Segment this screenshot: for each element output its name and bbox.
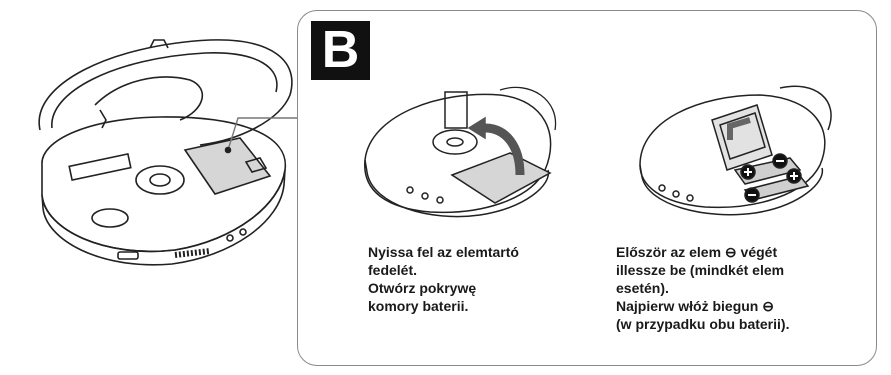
caption-line: (w przypadku obu baterii). xyxy=(616,316,790,332)
caption-line: Najpierw włóż biegun ⊖ xyxy=(616,298,774,314)
section-badge: B xyxy=(311,21,370,80)
caption-line: illessze be (mindkét elem xyxy=(616,262,785,278)
step-open-caption: Nyissa fel az elemtartó fedelét. Otwórz … xyxy=(368,243,519,315)
step-insert-caption: Először az elem ⊖ végét illessze be (min… xyxy=(616,243,789,333)
caption-line: esetén). xyxy=(616,280,669,296)
caption-line: Otwórz pokrywę xyxy=(368,280,477,296)
caption-line: fedelét. xyxy=(368,262,418,278)
caption-line: Nyissa fel az elemtartó xyxy=(368,244,519,260)
caption-line: komory baterii. xyxy=(368,298,469,314)
caption-line: Először az elem ⊖ végét xyxy=(616,244,778,260)
detail-panel xyxy=(297,10,877,366)
